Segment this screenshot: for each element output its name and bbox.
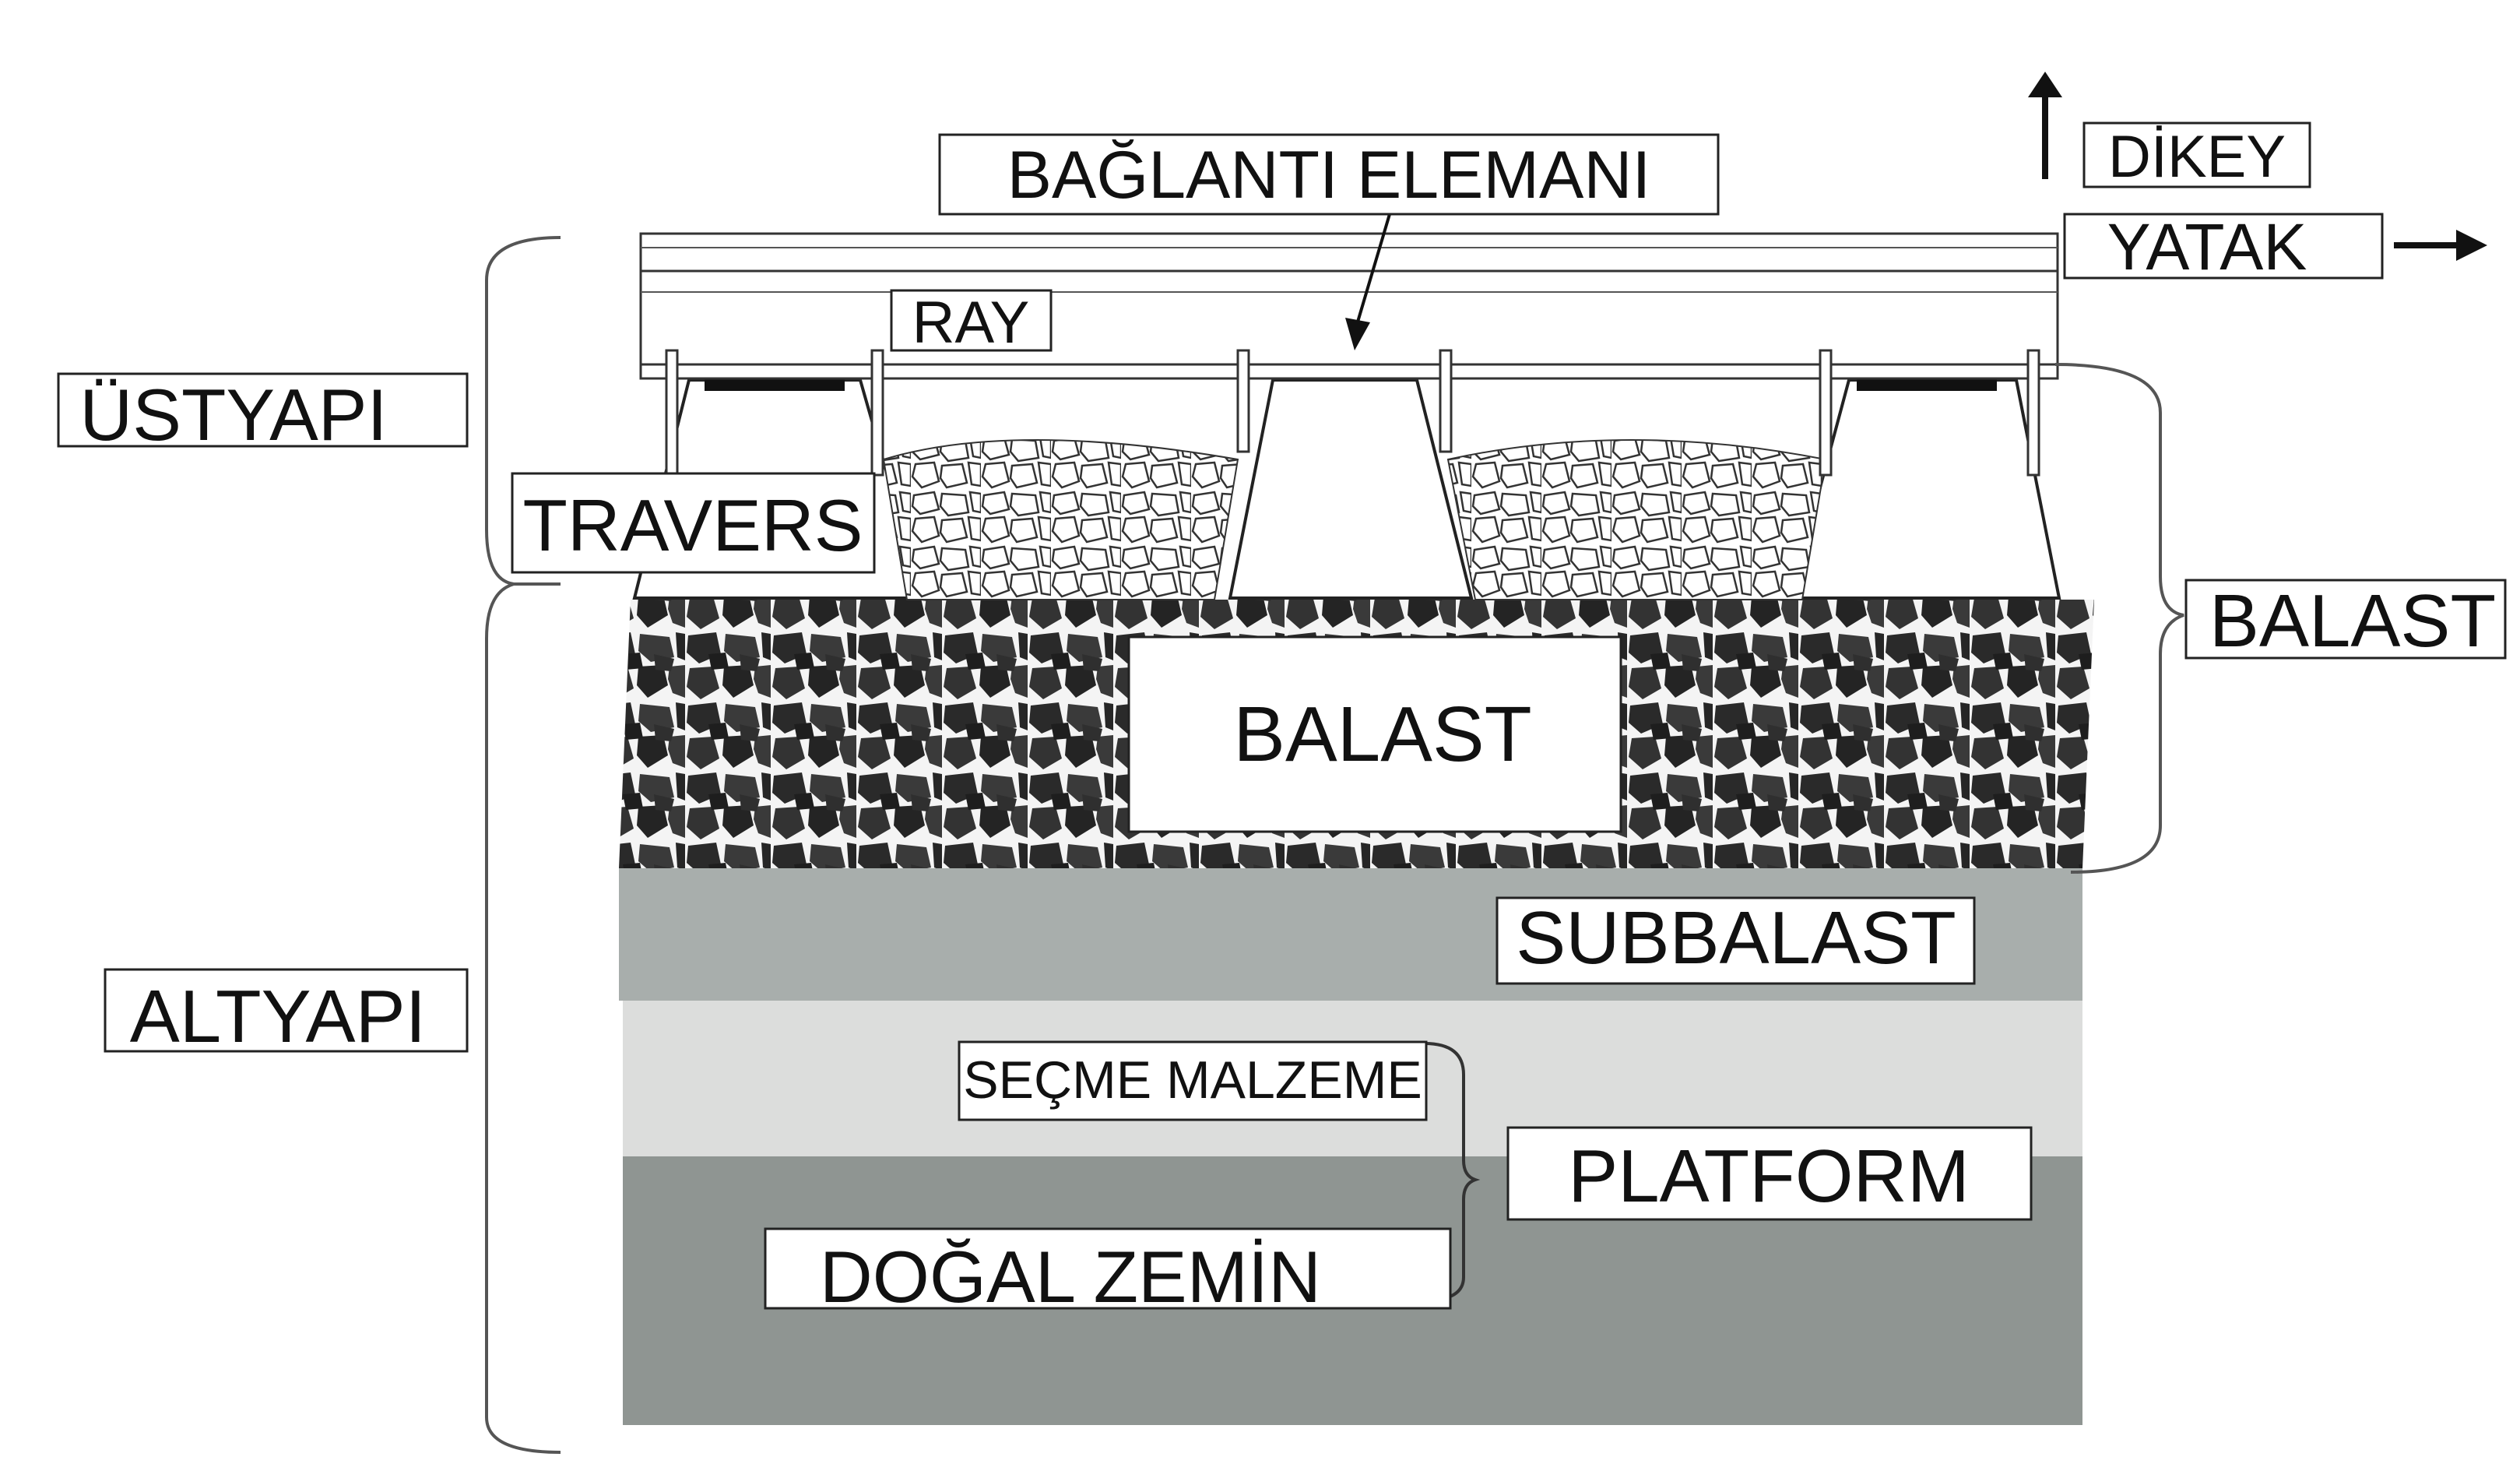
label-lateral-text: YATAK	[2107, 210, 2307, 283]
label-sleeper-text: TRAVERS	[523, 484, 863, 566]
tie-plate-left	[705, 377, 845, 391]
ballast-bracket	[2054, 363, 2184, 874]
lateral-arrow-icon	[2394, 230, 2487, 261]
label-select-material-text: SEÇME MALZEME	[963, 1050, 1422, 1110]
label-fastening: BAĞLANTI ELEMANI	[938, 133, 1720, 216]
label-fastening-text: BAĞLANTI ELEMANI	[1007, 138, 1651, 213]
label-vertical-text: DİKEY	[2108, 124, 2286, 190]
label-vertical: DİKEY	[2082, 121, 2311, 190]
label-rail: RAY	[890, 289, 1053, 356]
label-platform: PLATFORM	[1506, 1126, 2033, 1221]
superstructure-bracket	[485, 236, 561, 1454]
label-lateral: YATAK	[2063, 210, 2384, 283]
label-ballast-side: BALAST	[2184, 579, 2507, 663]
label-substructure-text: ALTYAPI	[130, 975, 427, 1058]
label-natural-ground-text: DOĞAL ZEMİN	[820, 1236, 1321, 1318]
fastening-pointer-arrow	[1345, 213, 1391, 350]
label-natural-ground: DOĞAL ZEMİN	[764, 1227, 1452, 1318]
tie-plate-right	[1857, 377, 1997, 391]
label-superstructure-text: ÜSTYAPI	[79, 374, 387, 456]
vertical-arrow-icon	[2028, 72, 2062, 179]
crib-ballast-right	[1446, 439, 1827, 600]
label-subballast-text: SUBBALAST	[1516, 896, 1956, 980]
platform-bracket	[1424, 1042, 1481, 1302]
fastening-clips	[665, 349, 2040, 477]
label-ballast-center-text: BALAST	[1233, 691, 1532, 778]
crib-ballast-left	[882, 439, 1239, 600]
label-sleeper: TRAVERS	[511, 472, 876, 574]
label-superstructure: ÜSTYAPI	[57, 372, 469, 456]
label-subballast: SUBBALAST	[1495, 896, 1976, 985]
label-select-material: SEÇME MALZEME	[958, 1040, 1428, 1121]
label-platform-text: PLATFORM	[1568, 1135, 1970, 1218]
rail	[639, 232, 2059, 380]
label-ballast-center: BALAST	[1127, 635, 1622, 833]
label-substructure: ALTYAPI	[104, 968, 469, 1058]
sleeper-center	[1228, 378, 1474, 600]
label-rail-text: RAY	[912, 290, 1030, 356]
label-ballast-side-text: BALAST	[2209, 579, 2496, 663]
